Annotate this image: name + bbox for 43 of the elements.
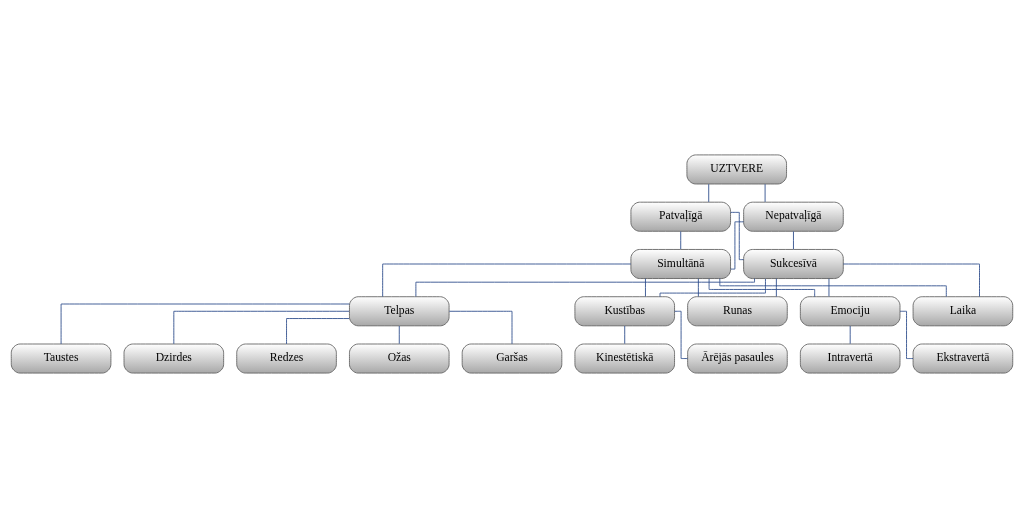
connector — [775, 277, 777, 297]
node-box: Ārējās pasaules — [687, 343, 788, 374]
node-box: Garšas — [461, 343, 563, 374]
connector — [680, 230, 682, 250]
connector — [708, 277, 816, 297]
connector — [382, 263, 632, 297]
connector — [60, 303, 350, 344]
connector — [624, 325, 626, 344]
connector — [448, 310, 513, 344]
connector — [173, 310, 350, 344]
node-box: Nepatvaļīgā — [743, 201, 844, 232]
connector — [764, 183, 766, 202]
node-box: Taustes — [10, 343, 112, 374]
connector — [730, 211, 744, 260]
node-box: Telpas — [349, 295, 450, 326]
node-box: Kustības — [574, 295, 675, 326]
connector — [730, 220, 744, 270]
node-box: Kinestētiskā — [574, 343, 675, 374]
connector — [899, 310, 914, 359]
node-box: UZTVERE — [686, 153, 787, 184]
connector — [849, 325, 851, 344]
node-box: Runas — [687, 295, 788, 326]
node-box: Redzes — [236, 343, 337, 374]
node-box: Laika — [912, 295, 1014, 326]
connector — [793, 230, 794, 250]
node-box: Intravertā — [799, 343, 901, 374]
node-box: Patvaļīgā — [630, 201, 731, 232]
node-box: Emociju — [799, 295, 901, 326]
node-box: Simultānā — [630, 248, 731, 279]
connector — [398, 325, 400, 344]
node-box: Ožas — [349, 343, 450, 374]
node-box: Ekstravertā — [912, 343, 1014, 374]
connector — [415, 277, 755, 297]
connector — [659, 277, 766, 297]
connector — [674, 310, 688, 359]
connector — [842, 263, 980, 297]
connector — [645, 277, 646, 297]
node-box: Sukcesīvā — [743, 248, 844, 279]
connector — [828, 277, 830, 297]
node-box: Dzirdes — [123, 343, 225, 374]
connector — [286, 317, 350, 344]
connector — [708, 183, 710, 202]
connector — [697, 277, 699, 297]
